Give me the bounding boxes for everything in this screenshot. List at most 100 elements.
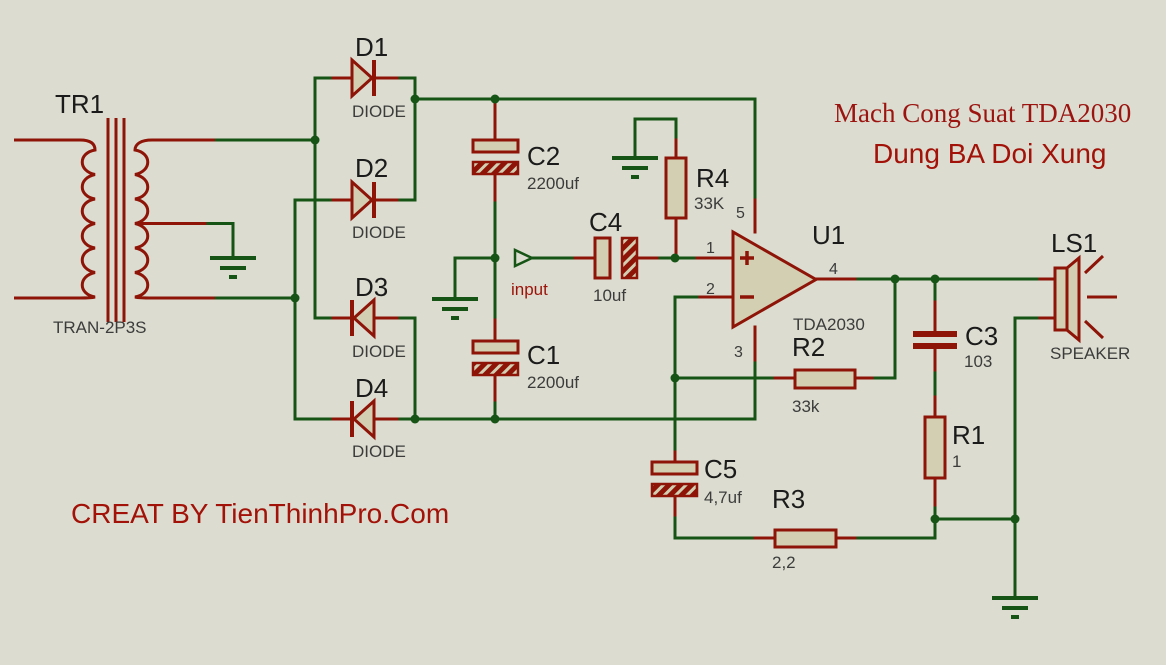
d4-triangle xyxy=(351,397,376,441)
input-arrow-icon xyxy=(513,248,535,268)
u1-triangle xyxy=(731,229,820,330)
d2-triangle xyxy=(350,178,375,222)
d3-triangle xyxy=(351,296,376,340)
r2-ref-label: R2 xyxy=(792,332,825,362)
u1-pin1-label: 1 xyxy=(706,240,715,257)
junction-dot xyxy=(930,514,940,524)
r3-ref-label: R3 xyxy=(772,484,805,514)
component-leads-red xyxy=(137,76,1057,540)
capacitor-c1-symbol: C1 2200uf xyxy=(471,339,579,392)
transformer-tr1-symbol: TR1 TRAN-2P3S xyxy=(14,89,215,337)
u1-pin5-label: 5 xyxy=(736,205,745,222)
r1-ref-label: R1 xyxy=(952,420,985,450)
resistor-r2-symbol: R2 33k xyxy=(792,332,857,416)
tr1-core-lines xyxy=(106,118,126,322)
d1-triangle xyxy=(350,56,375,100)
d2-value-label: DIODE xyxy=(352,223,406,242)
capacitor-c3-symbol: C3 103 xyxy=(913,321,998,371)
ls1-magnet-body xyxy=(1053,266,1069,332)
c3-plate-top xyxy=(913,331,957,337)
ls1-value-label: SPEAKER xyxy=(1050,344,1130,363)
d2-ref-label: D2 xyxy=(355,153,388,183)
tr1-primary-coil xyxy=(14,138,97,300)
d1-ref-label: D1 xyxy=(355,32,388,62)
r2-body xyxy=(793,368,857,390)
wire-net-green xyxy=(203,76,1042,600)
junction-dot xyxy=(890,274,900,284)
ls1-ref-label: LS1 xyxy=(1051,228,1097,258)
d1-value-label: DIODE xyxy=(352,102,406,121)
input-label: input xyxy=(511,280,548,299)
r4-ref-label: R4 xyxy=(696,163,729,193)
junction-dot xyxy=(410,94,420,104)
junction-dot xyxy=(670,253,680,263)
junction-dot xyxy=(490,253,500,263)
c5-value-label: 4,7uf xyxy=(704,488,742,507)
c4-ref-label: C4 xyxy=(589,207,622,237)
c3-plate-bottom xyxy=(913,343,957,349)
u1-plus-input-marker xyxy=(740,251,754,265)
d4-ref-label: D4 xyxy=(355,373,388,403)
capacitor-c2-symbol: C2 2200uf xyxy=(471,138,579,193)
junction-dot xyxy=(1010,514,1020,524)
u1-ref-label: U1 xyxy=(812,220,845,250)
diode-d3-symbol: D3 DIODE xyxy=(350,272,406,361)
ls1-sound-waves xyxy=(1083,254,1117,340)
c5-ref-label: C5 xyxy=(704,454,737,484)
c3-value-label: 103 xyxy=(964,352,992,371)
resistor-r3-symbol: R3 2,2 xyxy=(772,484,838,572)
c2-ref-label: C2 xyxy=(527,141,560,171)
speaker-ls1-symbol: LS1 SPEAKER xyxy=(1050,228,1130,363)
tr1-value-label: TRAN-2P3S xyxy=(53,318,147,337)
schematic-title-line2: Dung BA Doi Xung xyxy=(873,138,1107,169)
r4-value-label: 33K xyxy=(694,194,725,213)
c1-negative-plate xyxy=(471,361,520,377)
resistor-r4-symbol: R4 33K xyxy=(664,156,729,220)
d3-ref-label: D3 xyxy=(355,272,388,302)
resistor-r1-symbol: R1 1 xyxy=(923,415,985,480)
c5-positive-plate xyxy=(650,460,699,476)
r3-body xyxy=(773,528,838,549)
c2-negative-plate xyxy=(471,160,520,176)
schematic-title-line1: Mach Cong Suat TDA2030 xyxy=(834,98,1131,128)
junction-dot xyxy=(410,414,420,424)
diode-d4-symbol: D4 DIODE xyxy=(350,373,406,461)
c4-negative-plate xyxy=(620,236,639,280)
opamp-u1-symbol: U1 TDA2030 5 1 2 3 4 xyxy=(706,205,865,361)
c1-positive-plate xyxy=(471,339,520,355)
c1-ref-label: C1 xyxy=(527,340,560,370)
r2-value-label: 33k xyxy=(792,397,820,416)
junction-dot xyxy=(670,373,680,383)
junction-dot xyxy=(490,414,500,424)
d4-value-label: DIODE xyxy=(352,442,406,461)
u1-pin3-label: 3 xyxy=(734,344,743,361)
r1-value-label: 1 xyxy=(952,452,961,471)
c4-value-label: 10uf xyxy=(593,286,626,305)
c3-ref-label: C3 xyxy=(965,321,998,351)
diode-d1-symbol: D1 DIODE xyxy=(350,32,406,121)
tr1-secondary-coil xyxy=(133,138,215,300)
junction-dot xyxy=(490,94,500,104)
junction-dot xyxy=(290,293,300,303)
ls1-cone xyxy=(1065,254,1081,344)
junction-dot xyxy=(310,135,320,145)
r3-value-label: 2,2 xyxy=(772,553,796,572)
c4-positive-plate xyxy=(593,236,612,280)
input-terminal: input xyxy=(511,248,548,299)
junction-dot xyxy=(930,274,940,284)
junction-dots xyxy=(290,94,1020,524)
c2-positive-plate xyxy=(471,138,520,154)
capacitor-c4-symbol: C4 10uf xyxy=(589,207,639,305)
u1-pin2-label: 2 xyxy=(706,281,715,298)
capacitor-c5-symbol: C5 4,7uf xyxy=(650,454,742,507)
r1-body xyxy=(923,415,947,480)
c2-value-label: 2200uf xyxy=(527,174,579,193)
tr1-ref-label: TR1 xyxy=(55,89,104,119)
diode-d2-symbol: D2 DIODE xyxy=(350,153,406,242)
r4-body xyxy=(664,156,688,220)
c5-negative-plate xyxy=(650,482,699,498)
credit-text: CREAT BY TienThinhPro.Com xyxy=(71,498,449,529)
